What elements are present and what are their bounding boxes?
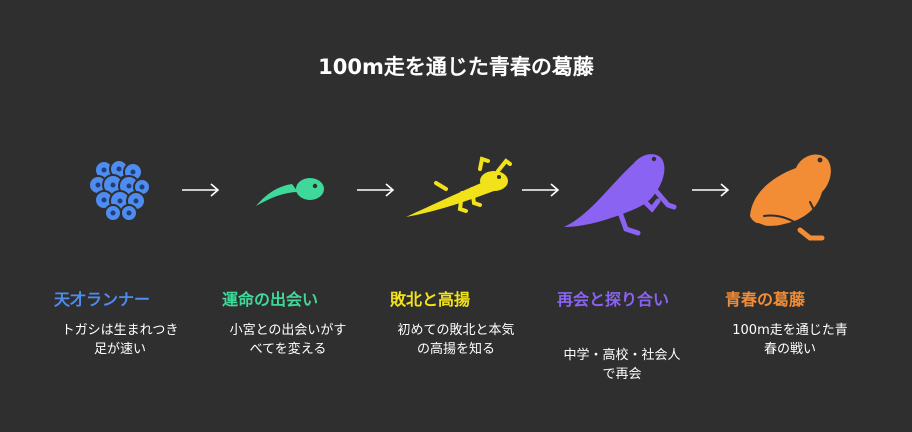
arrow-2-icon [357, 183, 395, 197]
stage-4-title: 再会と探り合い [557, 290, 670, 309]
stage-1-title: 天才ランナー [54, 290, 151, 309]
stage-2-description: 小宮との出会いがす べてを変える [214, 321, 362, 359]
stage-4-desc-line-2: で再会 [602, 367, 642, 382]
stage-2-title: 運命の出会い [222, 290, 319, 309]
stage-3-title: 敗北と高揚 [390, 290, 471, 309]
stage-1-description: トガシは生まれつき 足が速い [46, 321, 194, 359]
diagram-title: 100m走を通じた青春の葛藤 [318, 55, 594, 79]
stage-3-description: 初めての敗北と本気 の高揚を知る [382, 321, 530, 359]
froglet-icon [564, 154, 677, 236]
stage-1-desc-line-1: トガシは生まれつき [61, 323, 179, 338]
stage-5-desc-line-2: 春の戦い [763, 342, 816, 357]
stage-4-description: 中学・高校・社会人 で再会 [548, 346, 696, 384]
stage-4-desc-line-1: 中学・高校・社会人 [563, 348, 681, 363]
stage-5-desc-line-1: 100m走を通じた青 [732, 323, 848, 338]
stage-2-desc-line-2: べてを変える [249, 342, 327, 357]
frog-eggs-icon [88, 159, 151, 222]
arrow-1-icon [182, 183, 220, 197]
stage-5-description: 100m走を通じた青 春の戦い [716, 321, 864, 359]
stage-3-desc-line-1: 初めての敗北と本気 [397, 323, 515, 338]
stage-2-desc-line-1: 小宮との出会いがす [229, 323, 347, 338]
stage-3-desc-line-2: の高揚を知る [416, 342, 495, 357]
frog-icon [750, 154, 831, 241]
arrow-4-icon [692, 183, 730, 197]
tadpole-with-legs-icon [406, 156, 512, 217]
stage-5-title: 青春の葛藤 [725, 290, 806, 309]
tadpole-icon [256, 178, 324, 206]
arrow-3-icon [522, 183, 560, 197]
stage-1-desc-line-2: 足が速い [93, 342, 146, 357]
